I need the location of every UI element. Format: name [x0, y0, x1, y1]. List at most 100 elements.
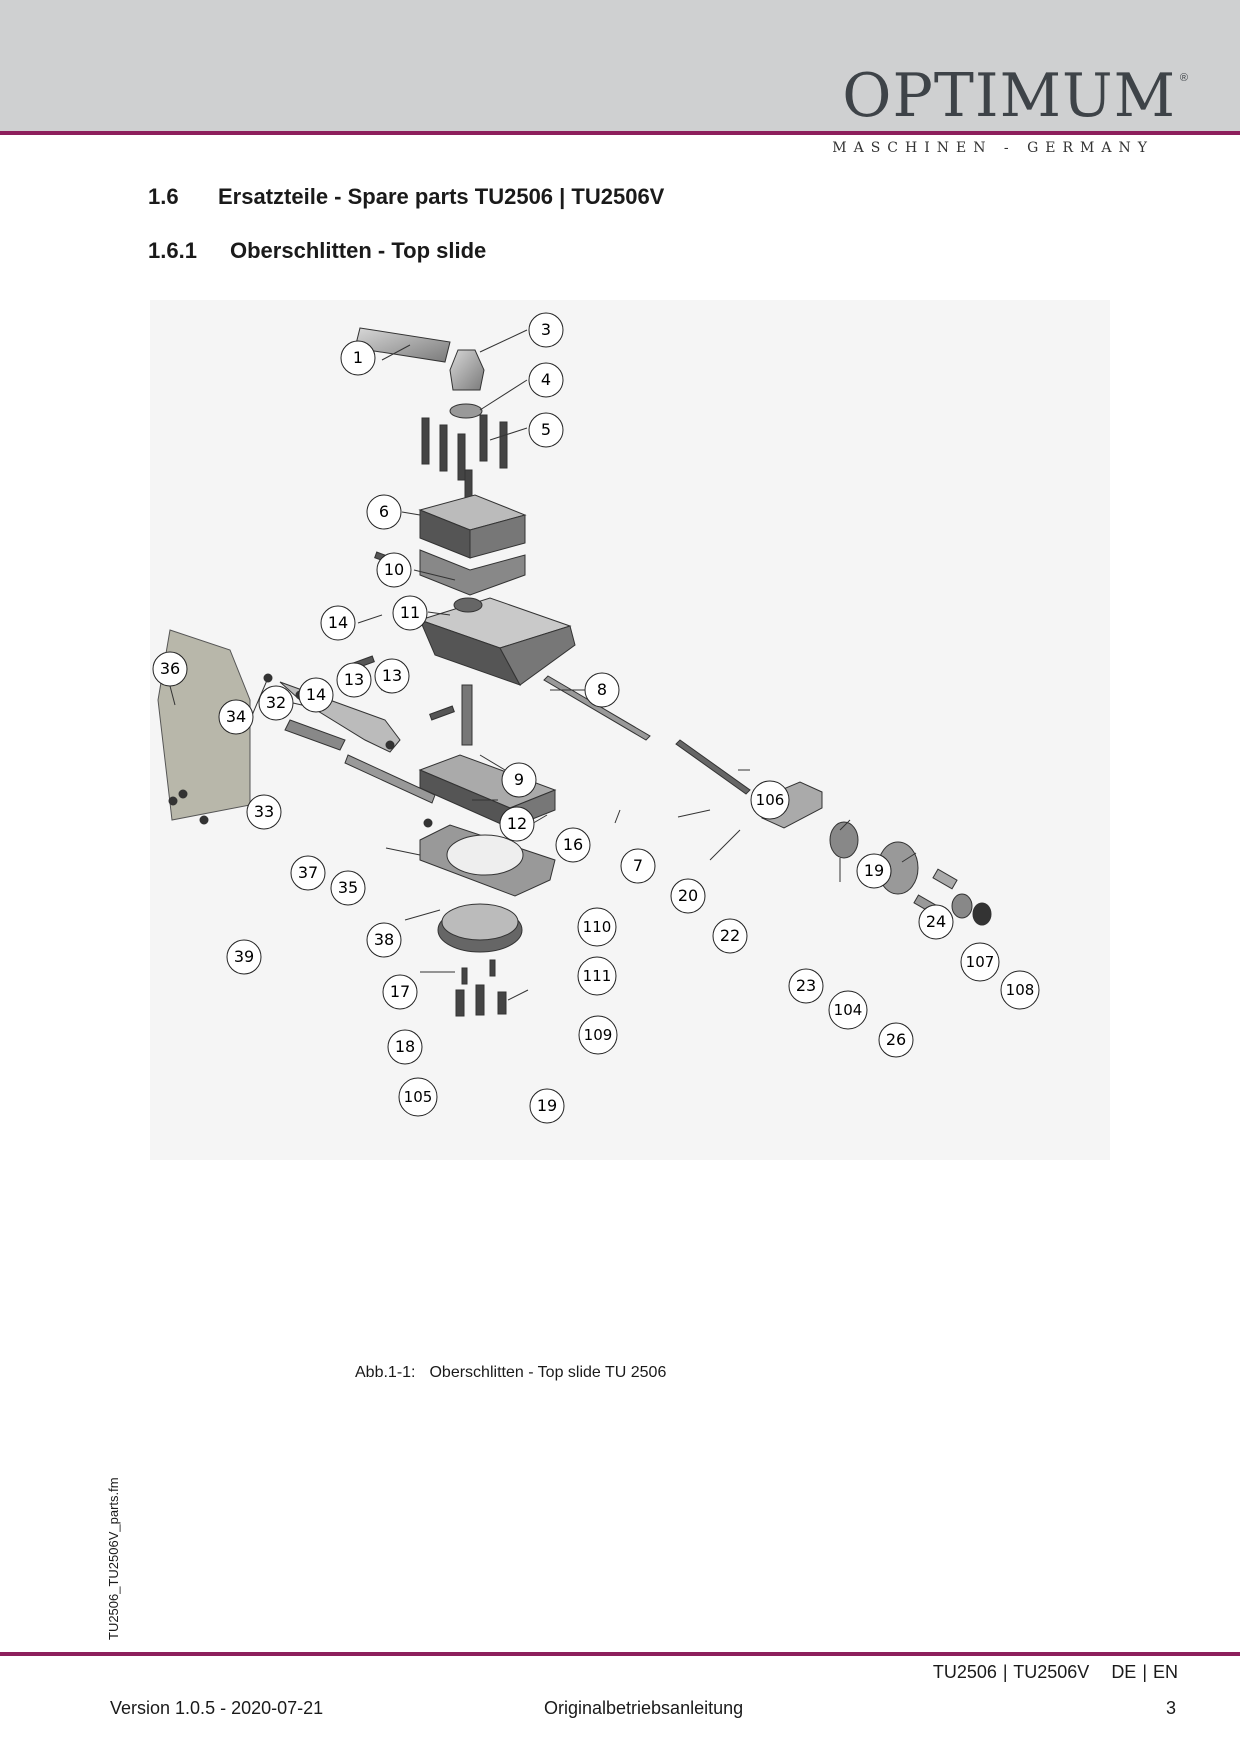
callout-107: 107 [960, 942, 1000, 982]
svg-text:4: 4 [541, 370, 551, 389]
callout-106: 106 [750, 780, 790, 820]
svg-text:37: 37 [298, 863, 318, 882]
callout-32: 32 [258, 685, 294, 721]
callout-108: 108 [1000, 970, 1040, 1010]
header-band [0, 0, 1240, 131]
svg-text:14: 14 [306, 685, 326, 704]
optimum-logo: OPTIMUM [842, 61, 1176, 131]
part-screws [421, 414, 508, 503]
svg-text:13: 13 [382, 666, 402, 685]
svg-text:108: 108 [1006, 981, 1035, 999]
diagram-parts [157, 327, 992, 1017]
callout-23: 23 [788, 968, 824, 1004]
footer-languages: DE | EN [1111, 1662, 1178, 1682]
callout-labels: 1 3 4 5 6 10 11 14 36 34 32 14 13 13 8 3… [152, 312, 1040, 1124]
callout-8: 8 [584, 672, 620, 708]
svg-text:12: 12 [507, 814, 527, 833]
svg-text:8: 8 [597, 680, 607, 699]
callout-9: 9 [501, 762, 537, 798]
callout-37: 37 [290, 855, 326, 891]
subsection-number: 1.6.1 [148, 238, 197, 263]
footer-rule [0, 1652, 1240, 1656]
svg-text:6: 6 [379, 502, 389, 521]
svg-text:13: 13 [344, 670, 364, 689]
callout-110: 110 [577, 907, 617, 947]
svg-text:34: 34 [226, 707, 246, 726]
callout-35: 35 [330, 870, 366, 906]
callout-13a: 13 [336, 662, 372, 698]
part-pin [461, 684, 473, 746]
source-filename: TU2506_TU2506V_parts.fm [106, 1477, 121, 1640]
svg-text:9: 9 [514, 770, 524, 789]
svg-text:20: 20 [678, 886, 698, 905]
callout-104: 104 [828, 990, 868, 1030]
callout-36: 36 [152, 651, 188, 687]
svg-text:10: 10 [384, 560, 404, 579]
part-washer [449, 403, 483, 419]
callout-109: 109 [578, 1015, 618, 1055]
callout-22: 22 [712, 918, 748, 954]
exploded-parts-diagram: 1 3 4 5 6 10 11 14 36 34 32 14 13 13 8 3… [150, 300, 1110, 1160]
page-number: 3 [1165, 1698, 1176, 1718]
figure-caption-text: Oberschlitten - Top slide TU 2506 [429, 1364, 667, 1381]
svg-text:106: 106 [756, 791, 785, 809]
footer-version: Version 1.0.5 - 2020-07-21 [110, 1698, 324, 1718]
svg-text:24: 24 [926, 912, 946, 931]
svg-text:19: 19 [864, 861, 884, 880]
svg-text:105: 105 [404, 1088, 433, 1106]
section-number: 1.6 [148, 184, 179, 209]
figure-caption-label: Abb.1-1: [355, 1364, 416, 1381]
callout-14: 14 [320, 605, 356, 641]
callout-18: 18 [387, 1029, 423, 1065]
svg-text:16: 16 [563, 835, 583, 854]
svg-text:7: 7 [633, 856, 643, 875]
header-rule [0, 131, 1240, 135]
callout-14b: 14 [298, 677, 334, 713]
part-rod [344, 754, 436, 804]
callout-111: 111 [577, 956, 617, 996]
callout-20: 20 [670, 878, 706, 914]
svg-text:38: 38 [374, 930, 394, 949]
part-clamp-block [284, 719, 346, 751]
footer-model: TU2506 | TU2506V [932, 1662, 1090, 1682]
callout-34: 34 [218, 699, 254, 735]
callout-7: 7 [620, 848, 656, 884]
svg-text:32: 32 [266, 693, 286, 712]
part-feed-spindle [543, 675, 651, 741]
svg-text:23: 23 [796, 976, 816, 995]
callout-33: 33 [246, 794, 282, 830]
part-spacer-plate [419, 549, 526, 596]
callout-105: 105 [398, 1077, 438, 1117]
svg-text:17: 17 [390, 982, 410, 1001]
part-lead-screw [675, 739, 751, 795]
callout-13b: 13 [374, 658, 410, 694]
callout-6: 6 [366, 494, 402, 530]
svg-text:104: 104 [834, 1001, 863, 1019]
svg-text:33: 33 [254, 802, 274, 821]
footer-model-line: TU2506 | TU2506V DE | EN [933, 1662, 1178, 1683]
svg-text:111: 111 [583, 967, 612, 985]
callout-10: 10 [376, 552, 412, 588]
callout-3: 3 [528, 312, 564, 348]
svg-text:109: 109 [584, 1026, 613, 1044]
callout-39: 39 [226, 939, 262, 975]
callout-19b: 19 [529, 1088, 565, 1124]
part-chuck [449, 349, 485, 391]
callout-11: 11 [392, 595, 428, 631]
svg-text:36: 36 [160, 659, 180, 678]
logo-tagline: MASCHINEN - GERMANY [832, 140, 1154, 156]
callout-19a: 19 [856, 853, 892, 889]
callout-12: 12 [499, 806, 535, 842]
figure-caption: Abb.1-1: Oberschlitten - Top slide TU 250… [355, 1364, 666, 1382]
svg-text:107: 107 [966, 953, 995, 971]
svg-text:14: 14 [328, 613, 348, 632]
callout-1: 1 [340, 340, 376, 376]
svg-text:19: 19 [537, 1096, 557, 1115]
callout-4: 4 [528, 362, 564, 398]
callout-26: 26 [878, 1022, 914, 1058]
subsection-title: Oberschlitten - Top slide [230, 238, 487, 263]
svg-text:26: 26 [886, 1030, 906, 1049]
callout-5: 5 [528, 412, 564, 448]
svg-text:11: 11 [400, 603, 420, 622]
